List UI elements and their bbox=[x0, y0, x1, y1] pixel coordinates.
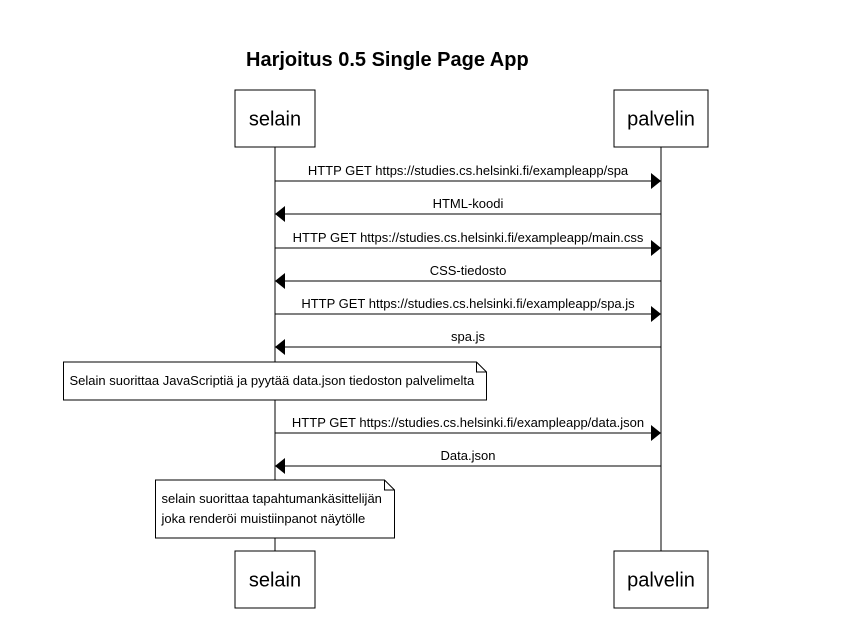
participant-palvelin-bottom: palvelin bbox=[613, 550, 709, 609]
participant-label: palvelin bbox=[627, 109, 695, 131]
participant-label: selain bbox=[249, 109, 301, 131]
participant-box bbox=[234, 550, 316, 609]
arrowhead-icon bbox=[651, 306, 661, 322]
note-fold bbox=[476, 362, 487, 373]
participant-palvelin-top: palvelin bbox=[613, 89, 709, 148]
message-arrow: HTTP GET https://studies.cs.helsinki.fi/… bbox=[275, 163, 661, 189]
message-label: HTTP GET https://studies.cs.helsinki.fi/… bbox=[301, 296, 635, 311]
participant-label: selain bbox=[249, 570, 301, 592]
message-label: CSS-tiedosto bbox=[430, 263, 507, 278]
participant-selain-top: selain bbox=[234, 89, 316, 148]
note-text: selain suorittaa tapahtumankäsittelijän bbox=[162, 491, 382, 506]
message-arrow: HTML-koodi bbox=[275, 196, 661, 222]
arrowhead-icon bbox=[275, 458, 285, 474]
message-label: spa.js bbox=[451, 329, 485, 344]
message-label: HTTP GET https://studies.cs.helsinki.fi/… bbox=[292, 415, 644, 430]
message-arrow: HTTP GET https://studies.cs.helsinki.fi/… bbox=[275, 296, 661, 322]
message-arrow: CSS-tiedosto bbox=[275, 263, 661, 289]
participant-box bbox=[613, 89, 709, 148]
participant-selain-bottom: selain bbox=[234, 550, 316, 609]
note-text: Selain suorittaa JavaScriptiä ja pyytää … bbox=[70, 373, 475, 388]
message-arrow: HTTP GET https://studies.cs.helsinki.fi/… bbox=[275, 230, 661, 256]
note-box: Selain suorittaa JavaScriptiä ja pyytää … bbox=[63, 361, 487, 401]
participant-heads-layer: selain selain palvelin palvelin bbox=[234, 89, 709, 609]
message-label: HTTP GET https://studies.cs.helsinki.fi/… bbox=[293, 230, 644, 245]
message-arrow: Data.json bbox=[275, 448, 661, 474]
participant-box bbox=[613, 550, 709, 609]
arrowhead-icon bbox=[651, 425, 661, 441]
arrowhead-icon bbox=[275, 273, 285, 289]
note-shape bbox=[155, 479, 395, 539]
note-text: joka renderöi muistiinpanot näytölle bbox=[161, 511, 366, 526]
note-shape bbox=[63, 361, 487, 401]
participant-box bbox=[234, 89, 316, 148]
arrowhead-icon bbox=[275, 206, 285, 222]
message-label: Data.json bbox=[441, 448, 496, 463]
steps-layer: HTTP GET https://studies.cs.helsinki.fi/… bbox=[63, 163, 661, 539]
arrowhead-icon bbox=[275, 339, 285, 355]
message-label: HTTP GET https://studies.cs.helsinki.fi/… bbox=[308, 163, 629, 178]
message-arrow: spa.js bbox=[275, 329, 661, 355]
note-box: selain suorittaa tapahtumankäsittelijän j… bbox=[155, 479, 395, 539]
message-label: HTML-koodi bbox=[433, 196, 504, 211]
message-arrow: HTTP GET https://studies.cs.helsinki.fi/… bbox=[275, 415, 661, 441]
arrowhead-icon bbox=[651, 173, 661, 189]
note-fold bbox=[384, 480, 395, 491]
participant-label: palvelin bbox=[627, 570, 695, 592]
arrowhead-icon bbox=[651, 240, 661, 256]
diagram-title: Harjoitus 0.5 Single Page App bbox=[246, 49, 529, 71]
